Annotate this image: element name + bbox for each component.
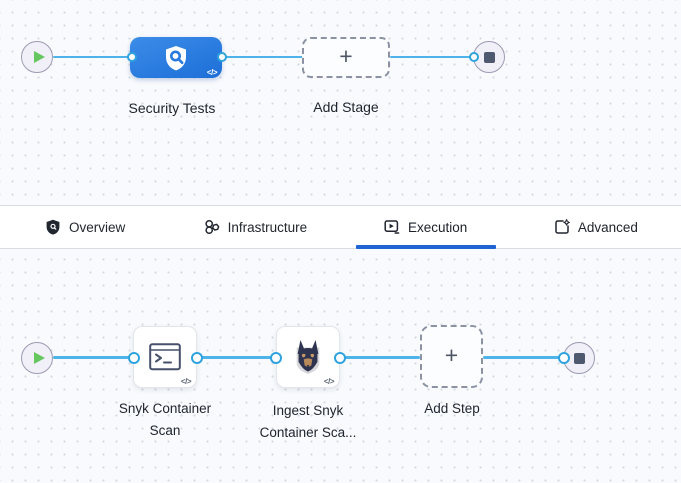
- connector-dot: [270, 352, 282, 364]
- stop-icon: [573, 352, 585, 364]
- shield-overview-icon: [46, 219, 60, 235]
- step-node-snyk-container-scan[interactable]: </>: [133, 326, 197, 388]
- step-node-ingest-snyk[interactable]: </>: [276, 326, 340, 388]
- connector-dot: [191, 352, 203, 364]
- edge-stage-to-addstage: [222, 56, 303, 58]
- step-label: Ingest Snyk Container Sca...: [238, 400, 378, 444]
- tab-advanced[interactable]: Advanced: [511, 206, 681, 248]
- plus-icon: +: [444, 342, 459, 368]
- play-icon: [33, 51, 45, 63]
- step-label-line2: Container Sca...: [259, 425, 357, 440]
- execution-icon: [384, 220, 400, 234]
- edge-step2-to-addstep: [340, 356, 420, 359]
- step-label: Snyk Container Scan: [95, 398, 235, 442]
- code-badge: </>: [180, 377, 192, 386]
- stage-label: Security Tests: [128, 100, 216, 116]
- connector-dot: [469, 52, 479, 62]
- infrastructure-icon: [204, 219, 219, 235]
- connector-dot: [334, 352, 346, 364]
- tab-execution-label: Execution: [407, 219, 468, 235]
- stage-flow-start-node: [21, 41, 53, 73]
- connector-dot: [217, 52, 227, 62]
- connector-dot: [127, 52, 137, 62]
- connector-dot: [558, 352, 570, 364]
- terminal-icon: [149, 343, 181, 371]
- play-icon: [33, 352, 45, 364]
- security-shield-scan-icon: [166, 45, 186, 70]
- code-badge: </>: [206, 68, 218, 77]
- add-step-button[interactable]: +: [420, 325, 483, 388]
- advanced-icon: [555, 219, 570, 234]
- edge-addstep-to-end: [483, 356, 564, 359]
- edge-start-to-stage: [53, 56, 132, 58]
- add-step-label: Add Step: [424, 401, 480, 416]
- tab-infrastructure[interactable]: Infrastructure: [170, 206, 340, 248]
- tab-overview-label: Overview: [68, 219, 126, 235]
- step-flow-start-node: [21, 342, 53, 374]
- stage-config-tabbar: Overview Infrastructure: [0, 205, 681, 249]
- edge-step1-to-step2: [197, 356, 276, 359]
- connector-dot: [128, 352, 140, 364]
- stop-icon: [483, 51, 495, 63]
- code-badge: </>: [323, 377, 335, 386]
- add-stage-button[interactable]: +: [302, 37, 390, 78]
- step-label-line1: Ingest Snyk: [272, 403, 344, 418]
- stage-flow-end-node: [473, 41, 505, 73]
- add-stage-label: Add Stage: [313, 99, 379, 115]
- plus-icon: +: [339, 43, 353, 69]
- stage-node-security-tests[interactable]: </>: [130, 37, 222, 78]
- edge-addstage-to-end: [390, 56, 474, 58]
- tab-infrastructure-label: Infrastructure: [227, 219, 308, 235]
- step-label-line1: Snyk Container: [118, 401, 212, 416]
- step-label-line2: Scan: [149, 423, 181, 438]
- tab-overview[interactable]: Overview: [0, 206, 170, 248]
- tab-execution[interactable]: Execution: [341, 206, 511, 248]
- tab-advanced-label: Advanced: [577, 219, 638, 235]
- snyk-dog-icon: [296, 340, 320, 374]
- edge-start-to-step1: [53, 356, 134, 359]
